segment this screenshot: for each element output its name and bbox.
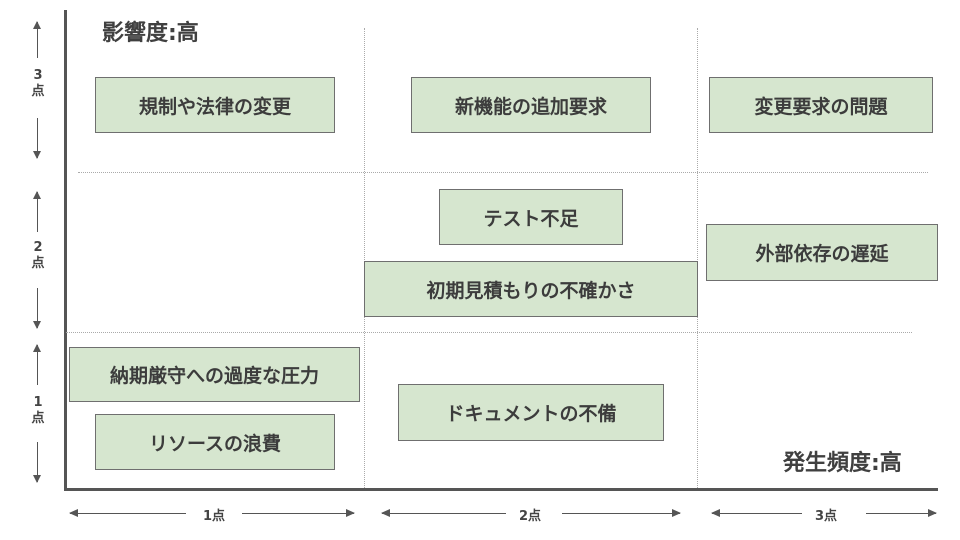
y-arrow-up-icon [33, 344, 41, 385]
x-scale-label-2: 2点 [518, 509, 542, 524]
x-axis-line [64, 488, 938, 491]
x-arrow-left-icon [711, 509, 802, 517]
x-arrow-left-icon [69, 509, 186, 517]
grid-line-vertical [364, 28, 365, 488]
grid-line-vertical [697, 28, 698, 488]
y-arrow-down-icon [33, 288, 41, 329]
risk-new-feature-request: 新機能の追加要求 [411, 77, 651, 133]
y-arrow-up-icon [33, 21, 41, 58]
y-scale-label-1-unit: 点 [31, 411, 45, 426]
risk-resource-waste: リソースの浪費 [95, 414, 335, 470]
risk-change-request-issue: 変更要求の問題 [709, 77, 933, 133]
y-arrow-up-icon [33, 191, 41, 232]
y-arrow-down-icon [33, 118, 41, 159]
y-scale-label-2-num: 2 [33, 240, 43, 255]
x-arrow-right-icon [242, 509, 355, 517]
grid-line-horizontal [78, 172, 928, 173]
y-scale-label-2-unit: 点 [31, 256, 45, 271]
risk-documentation-gap: ドキュメントの不備 [398, 384, 664, 441]
risk-deadline-pressure: 納期厳守への過度な圧力 [69, 347, 360, 402]
x-scale-label-1: 1点 [202, 509, 226, 524]
frequency-high-label: 発生頻度:高 [783, 451, 902, 476]
grid-line-horizontal [66, 332, 912, 333]
x-arrow-left-icon [381, 509, 506, 517]
x-arrow-right-icon [562, 509, 681, 517]
x-arrow-right-icon [866, 509, 937, 517]
risk-initial-estimate-uncertainty: 初期見積もりの不確かさ [364, 261, 698, 317]
impact-high-label: 影響度:高 [102, 21, 199, 46]
y-scale-label-1-num: 1 [33, 395, 43, 410]
y-scale-label-3-unit: 点 [31, 84, 45, 99]
y-arrow-down-icon [33, 442, 41, 483]
y-scale-label-3-num: 3 [33, 68, 43, 83]
risk-regulation-change: 規制や法律の変更 [95, 77, 335, 133]
risk-test-shortage: テスト不足 [439, 189, 623, 245]
y-axis-line [64, 10, 67, 490]
risk-external-dependency-delay: 外部依存の遅延 [706, 224, 938, 281]
x-scale-label-3: 3点 [814, 509, 838, 524]
